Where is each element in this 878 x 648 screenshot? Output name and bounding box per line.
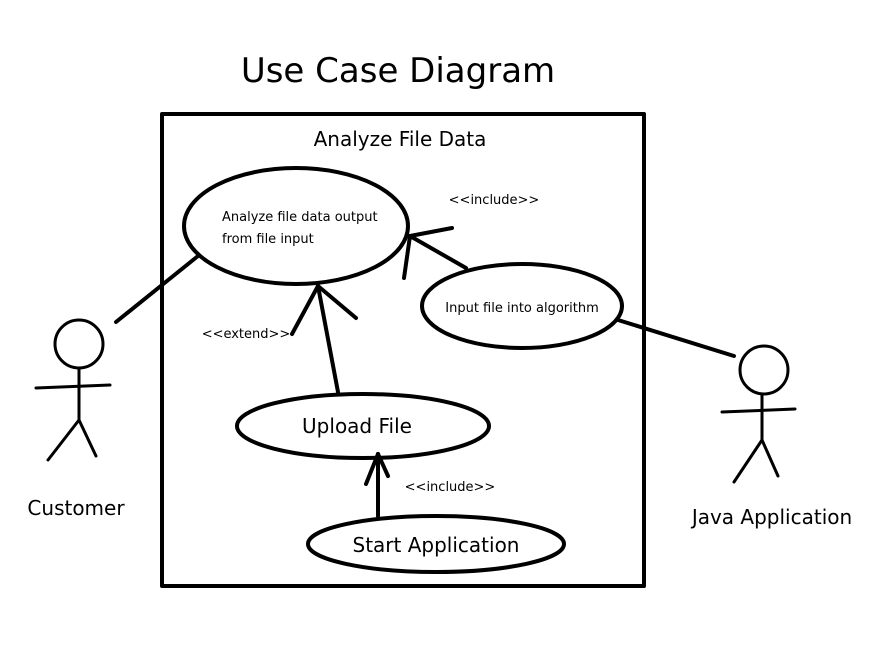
include-arrow-input-analyze — [402, 226, 468, 280]
use-case-analyze-line1: Analyze file data output — [222, 210, 378, 225]
association-customer-analyze — [114, 254, 200, 324]
include-label-top: <<include>> — [449, 193, 540, 208]
diagram-title: Use Case Diagram — [241, 51, 555, 91]
system-boundary — [160, 112, 646, 588]
use-case-analyze-ellipse — [182, 166, 410, 286]
actor-java-figure — [720, 344, 797, 484]
system-name: Analyze File Data — [314, 127, 487, 151]
use-case-analyze-line2: from file input — [222, 232, 314, 247]
use-case-upload-label: Upload File — [302, 414, 412, 438]
include-arrow-start-upload — [364, 452, 390, 518]
use-case-upload-ellipse — [235, 392, 491, 460]
extend-arrow-upload-analyze — [290, 284, 358, 394]
use-case-input-ellipse — [420, 262, 624, 350]
use-case-input-label: Input file into algorithm — [445, 301, 599, 316]
use-case-start-ellipse — [306, 514, 566, 574]
extend-label: <<extend>> — [202, 327, 291, 342]
association-input-java — [616, 318, 736, 358]
actor-customer-label: Customer — [27, 496, 125, 520]
actor-customer-figure — [34, 318, 112, 462]
use-case-start-label: Start Application — [353, 533, 520, 557]
actor-java-label: Java Application — [690, 505, 852, 529]
include-label-bottom: <<include>> — [405, 480, 496, 495]
